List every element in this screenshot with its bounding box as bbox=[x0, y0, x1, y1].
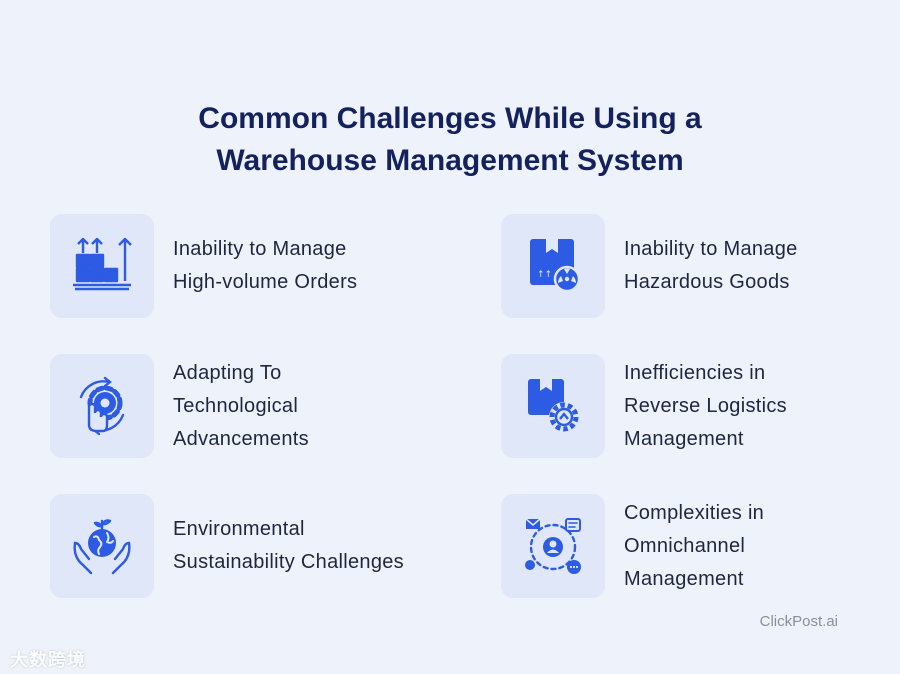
challenge-card-hazardous-goods: ↑↑ Inability to Manage Hazardous Goods bbox=[501, 214, 881, 318]
challenge-label: Inefficiencies in Reverse Logistics Mana… bbox=[624, 361, 787, 450]
brand-logo-text: ClickPost.ai bbox=[759, 613, 838, 630]
pallet-boxes-arrows-icon bbox=[50, 214, 154, 318]
challenge-label: Complexities in Omnichannel Management bbox=[624, 501, 765, 590]
challenge-label: Environmental Sustainability Challenges bbox=[173, 518, 404, 573]
challenge-card-high-volume-orders: Inability to Manage High-volume Orders bbox=[50, 214, 430, 318]
globe-hands-icon bbox=[50, 494, 154, 598]
challenge-label: Inability to Manage Hazardous Goods bbox=[624, 238, 798, 293]
page-title: Common Challenges While Using a Warehous… bbox=[0, 98, 900, 182]
hazardous-box-icon: ↑↑ bbox=[501, 214, 605, 318]
title-line-2: Warehouse Management System bbox=[216, 144, 684, 178]
watermark: 大数跨境 bbox=[10, 650, 86, 670]
svg-text:↑↑: ↑↑ bbox=[537, 270, 552, 280]
challenge-label: Inability to Manage High-volume Orders bbox=[173, 238, 358, 293]
omnichannel-network-icon bbox=[501, 494, 605, 598]
challenge-label: Adapting To Technological Advancements bbox=[173, 361, 309, 450]
gear-touch-icon bbox=[50, 354, 154, 458]
challenge-card-reverse-logistics: Inefficiencies in Reverse Logistics Mana… bbox=[501, 354, 881, 458]
challenge-card-technological-advancements: Adapting To Technological Advancements bbox=[50, 354, 430, 458]
challenge-card-omnichannel-management: Complexities in Omnichannel Management bbox=[501, 494, 881, 598]
box-return-gear-icon bbox=[501, 354, 605, 458]
challenge-card-environmental-sustainability: Environmental Sustainability Challenges bbox=[50, 494, 430, 598]
title-line-1: Common Challenges While Using a bbox=[198, 102, 702, 136]
